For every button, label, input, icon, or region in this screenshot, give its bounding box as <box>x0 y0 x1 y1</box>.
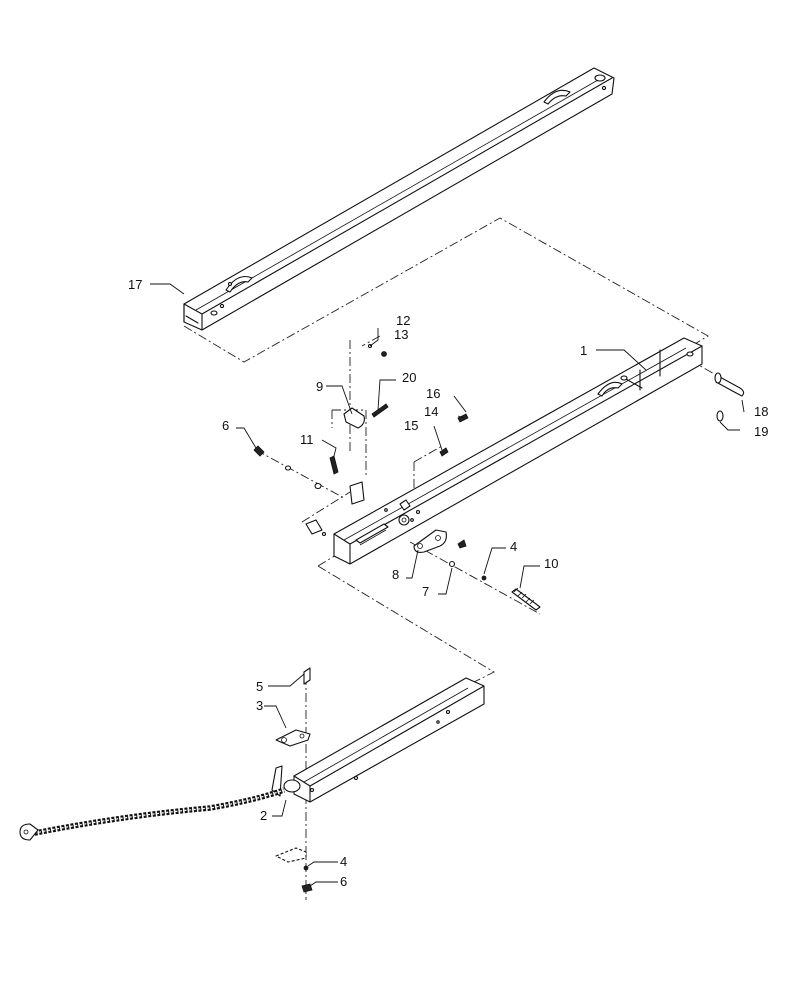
part-8-bracket <box>413 529 447 553</box>
part-3-plate <box>275 729 311 747</box>
callout-14: 14 <box>424 404 438 419</box>
callout-16: 16 <box>426 386 440 401</box>
part-20-pin <box>371 403 389 418</box>
part-1-middle-tube <box>333 337 703 565</box>
callout-10: 10 <box>544 556 558 571</box>
part-4-lockwasher-upper <box>481 575 487 581</box>
callout-6-lower: 6 <box>340 874 347 889</box>
part-9-cap <box>343 407 365 429</box>
callout-5: 5 <box>256 679 263 694</box>
callout-12: 12 <box>396 313 410 328</box>
part-10-spring <box>511 588 541 611</box>
part-17-upper-tube <box>183 67 615 331</box>
callout-3: 3 <box>256 698 263 713</box>
part-19-clip <box>716 410 724 422</box>
callout-9: 9 <box>316 379 323 394</box>
callout-15: 15 <box>404 418 418 433</box>
part-13-nut <box>381 351 387 357</box>
part-7-washer <box>448 560 456 568</box>
part-6-nut-upper <box>253 445 265 457</box>
callout-13: 13 <box>394 327 408 342</box>
callout-4-upper: 4 <box>510 539 517 554</box>
callout-18: 18 <box>754 404 768 419</box>
callout-17: 17 <box>128 277 142 292</box>
chain <box>19 787 285 841</box>
part-11-bolt <box>329 455 339 475</box>
callout-6-upper: 6 <box>222 418 229 433</box>
part-5-bolt <box>303 667 311 685</box>
washer-upper <box>284 465 292 471</box>
part-18-pin <box>715 375 745 397</box>
callout-19: 19 <box>754 424 768 439</box>
callout-8: 8 <box>392 567 399 582</box>
part-4-lockwasher-lower <box>303 865 309 871</box>
part-6-nut-lower <box>301 883 313 893</box>
callout-1: 1 <box>580 343 587 358</box>
callout-4-lower: 4 <box>340 854 347 869</box>
callout-11: 11 <box>300 432 314 447</box>
callout-7: 7 <box>422 584 429 599</box>
assembly-guide-lines <box>183 217 729 900</box>
small-hardware <box>253 343 745 893</box>
part-2-lower-tube <box>271 677 485 803</box>
callout-20: 20 <box>402 370 416 385</box>
callout-labels: 17 1 12 13 9 20 16 14 15 11 6 8 7 4 10 1… <box>128 277 768 889</box>
plate-ghost <box>275 847 307 863</box>
leader-lines <box>150 283 745 887</box>
callout-2: 2 <box>260 808 267 823</box>
part-15-sleeve <box>439 447 449 457</box>
